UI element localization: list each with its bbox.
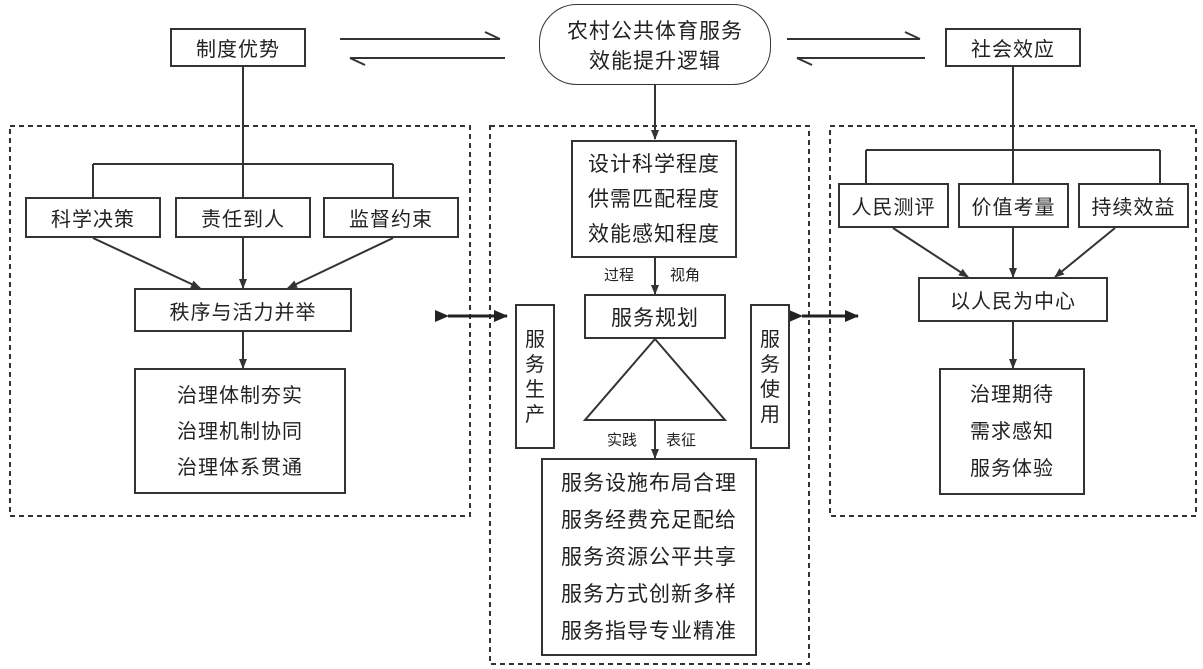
right-item-2: 价值考量 <box>958 183 1069 228</box>
left-item3-arrow <box>287 237 394 289</box>
planning-triangle <box>582 337 728 421</box>
usage-char-1: 服 <box>760 326 780 351</box>
right-title-box: 社会效应 <box>945 28 1081 67</box>
degree-match: 供需匹配程度 <box>588 186 720 211</box>
right-tree-lines <box>865 65 1161 183</box>
left-item-2-label: 责任到人 <box>201 207 285 231</box>
center-title-line2: 效能提升逻辑 <box>589 48 721 73</box>
outcomes-box: 服务设施布局合理 服务经费充足配给 服务资源公平共享 服务方式创新多样 服务指导… <box>541 458 757 656</box>
left-item-2: 责任到人 <box>175 197 311 238</box>
right-item-1: 人民测评 <box>838 183 949 228</box>
center-panel-frame <box>489 125 810 665</box>
right-result-1: 治理期待 <box>970 382 1054 406</box>
usage-char-4: 用 <box>760 401 780 426</box>
label-process: 过程 <box>604 266 635 284</box>
left-result-1: 治理体制夯实 <box>177 383 303 407</box>
left-item-1-label: 科学决策 <box>51 207 135 231</box>
right-item-3: 持续效益 <box>1078 183 1189 228</box>
center-title-box: 农村公共体育服务 效能提升逻辑 <box>539 4 771 85</box>
degree-design: 设计科学程度 <box>588 151 720 176</box>
left-title-box: 制度优势 <box>170 28 306 67</box>
center-title-line1: 农村公共体育服务 <box>567 18 743 43</box>
label-view: 视角 <box>670 266 701 284</box>
left-tree-lines <box>92 65 394 197</box>
left-result-3: 治理体系贯通 <box>177 455 303 479</box>
left-item1-arrow <box>92 237 201 289</box>
left-item-3: 监督约束 <box>323 197 459 238</box>
usage-box: 服 务 使 用 <box>750 304 790 449</box>
center-degrees-box: 设计科学程度 供需匹配程度 效能感知程度 <box>571 140 737 258</box>
production-char-3: 生 <box>525 376 545 401</box>
left-item-3-label: 监督约束 <box>349 207 433 231</box>
right-result-3: 服务体验 <box>970 456 1054 480</box>
degree-perception: 效能感知程度 <box>588 221 720 246</box>
production-char-4: 产 <box>525 401 545 426</box>
usage-char-3: 使 <box>760 376 780 401</box>
label-practice: 实践 <box>607 431 638 449</box>
label-represent: 表征 <box>666 431 697 449</box>
left-results-box: 治理体制夯实 治理机制协同 治理体系贯通 <box>134 368 346 494</box>
production-char-1: 服 <box>525 326 545 351</box>
left-item-1: 科学决策 <box>25 197 161 238</box>
outcome-3: 服务资源公平共享 <box>561 544 737 569</box>
left-panel-frame <box>9 125 471 517</box>
outcome-1: 服务设施布局合理 <box>561 470 737 495</box>
right-result-2: 需求感知 <box>970 419 1054 443</box>
right-item-3-label: 持续效益 <box>1091 195 1176 219</box>
outcome-4: 服务方式创新多样 <box>561 581 737 606</box>
left-title: 制度优势 <box>196 37 280 61</box>
right-results-box: 治理期待 需求感知 服务体验 <box>939 368 1085 495</box>
production-char-2: 务 <box>525 351 545 376</box>
right-merge-box: 以人民为中心 <box>918 277 1108 322</box>
top-right-double-arrow <box>787 31 925 66</box>
left-result-2: 治理机制协同 <box>177 419 303 443</box>
right-item-2-label: 价值考量 <box>971 195 1056 219</box>
planning-label: 服务规划 <box>611 305 699 330</box>
left-merge-label: 秩序与活力并举 <box>169 299 317 324</box>
production-box: 服 务 生 产 <box>515 304 555 449</box>
right-title: 社会效应 <box>971 37 1055 61</box>
planning-box: 服务规划 <box>584 294 726 339</box>
right-item3-arrow <box>1054 227 1116 278</box>
left-merge-box: 秩序与活力并举 <box>134 288 352 332</box>
outcome-5: 服务指导专业精准 <box>561 618 737 643</box>
outcome-2: 服务经费充足配给 <box>561 507 737 532</box>
right-item1-arrow <box>892 227 969 278</box>
top-left-double-arrow <box>340 31 505 66</box>
usage-char-2: 务 <box>760 351 780 376</box>
right-item-1-label: 人民测评 <box>851 195 936 219</box>
right-merge-label: 以人民为中心 <box>950 289 1076 313</box>
